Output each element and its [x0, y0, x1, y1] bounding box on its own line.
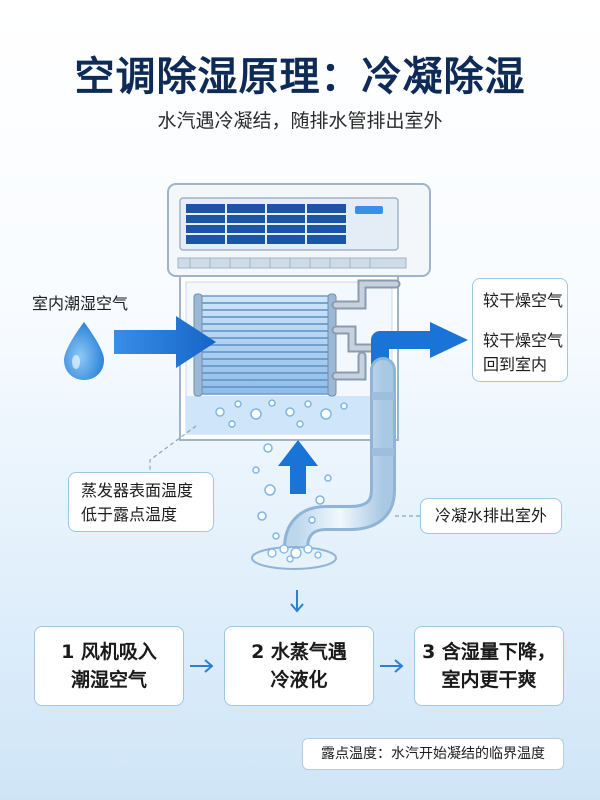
water-drop-icon	[64, 322, 104, 380]
humid-air-label: 室内潮湿空气	[32, 294, 129, 313]
evaporator-note-box: 蒸发器表面温度 低于露点温度	[68, 472, 214, 532]
step-1-line1: 1 风机吸入	[61, 641, 157, 663]
page-title: 空调除湿原理：冷凝除湿	[74, 54, 526, 100]
evaporator-coil	[193, 293, 337, 397]
ac-vent-grille	[186, 204, 346, 244]
page-subtitle: 水汽遇冷凝结，随排水管排出室外	[157, 110, 443, 132]
step-2-line1: 2 水蒸气遇	[251, 641, 347, 663]
drain-basin	[251, 544, 337, 570]
evaporator-note-line1: 蒸发器表面温度	[81, 481, 194, 500]
ac-unit-body	[167, 183, 431, 277]
step-3-line2: 室内更干爽	[441, 669, 537, 691]
step-1-line2: 潮湿空气	[70, 669, 147, 691]
step-arrow-2	[380, 659, 404, 673]
drain-note-label: 冷凝水排出室外	[434, 506, 547, 525]
dew-point-footnote: 露点温度：水汽开始凝结的临界温度	[302, 738, 564, 770]
flow-down-arrow	[290, 590, 304, 613]
drain-note-box: 冷凝水排出室外	[420, 498, 562, 534]
step-card-1: 1 风机吸入 潮湿空气	[34, 626, 184, 706]
step-card-3: 3 含湿量下降， 室内更干爽	[414, 626, 564, 706]
dry-air-label-top: 较干燥空气	[483, 291, 564, 310]
humid-air-inlet-arrow	[114, 316, 216, 368]
dry-air-label-line2: 回到室内	[483, 355, 548, 374]
tray-droplets	[215, 399, 348, 428]
step-2-line2: 冷液化	[270, 669, 328, 691]
step-card-2: 2 水蒸气遇 冷液化	[224, 626, 374, 706]
dry-air-box: 较干燥空气 较干燥空气 回到室内	[472, 278, 568, 382]
step-3-line1: 3 含湿量下降，	[422, 641, 556, 663]
drain-pipe	[283, 357, 396, 569]
step-arrow-1	[190, 659, 214, 673]
floating-droplets	[252, 443, 332, 540]
dry-air-label-line1: 较干燥空气	[483, 331, 564, 350]
evaporator-note-line2: 低于露点温度	[81, 505, 178, 524]
condensation-up-arrow	[278, 440, 318, 494]
ac-indicator-light	[355, 206, 383, 214]
refrigerant-pipes	[331, 279, 401, 381]
leader-lines	[149, 425, 420, 517]
